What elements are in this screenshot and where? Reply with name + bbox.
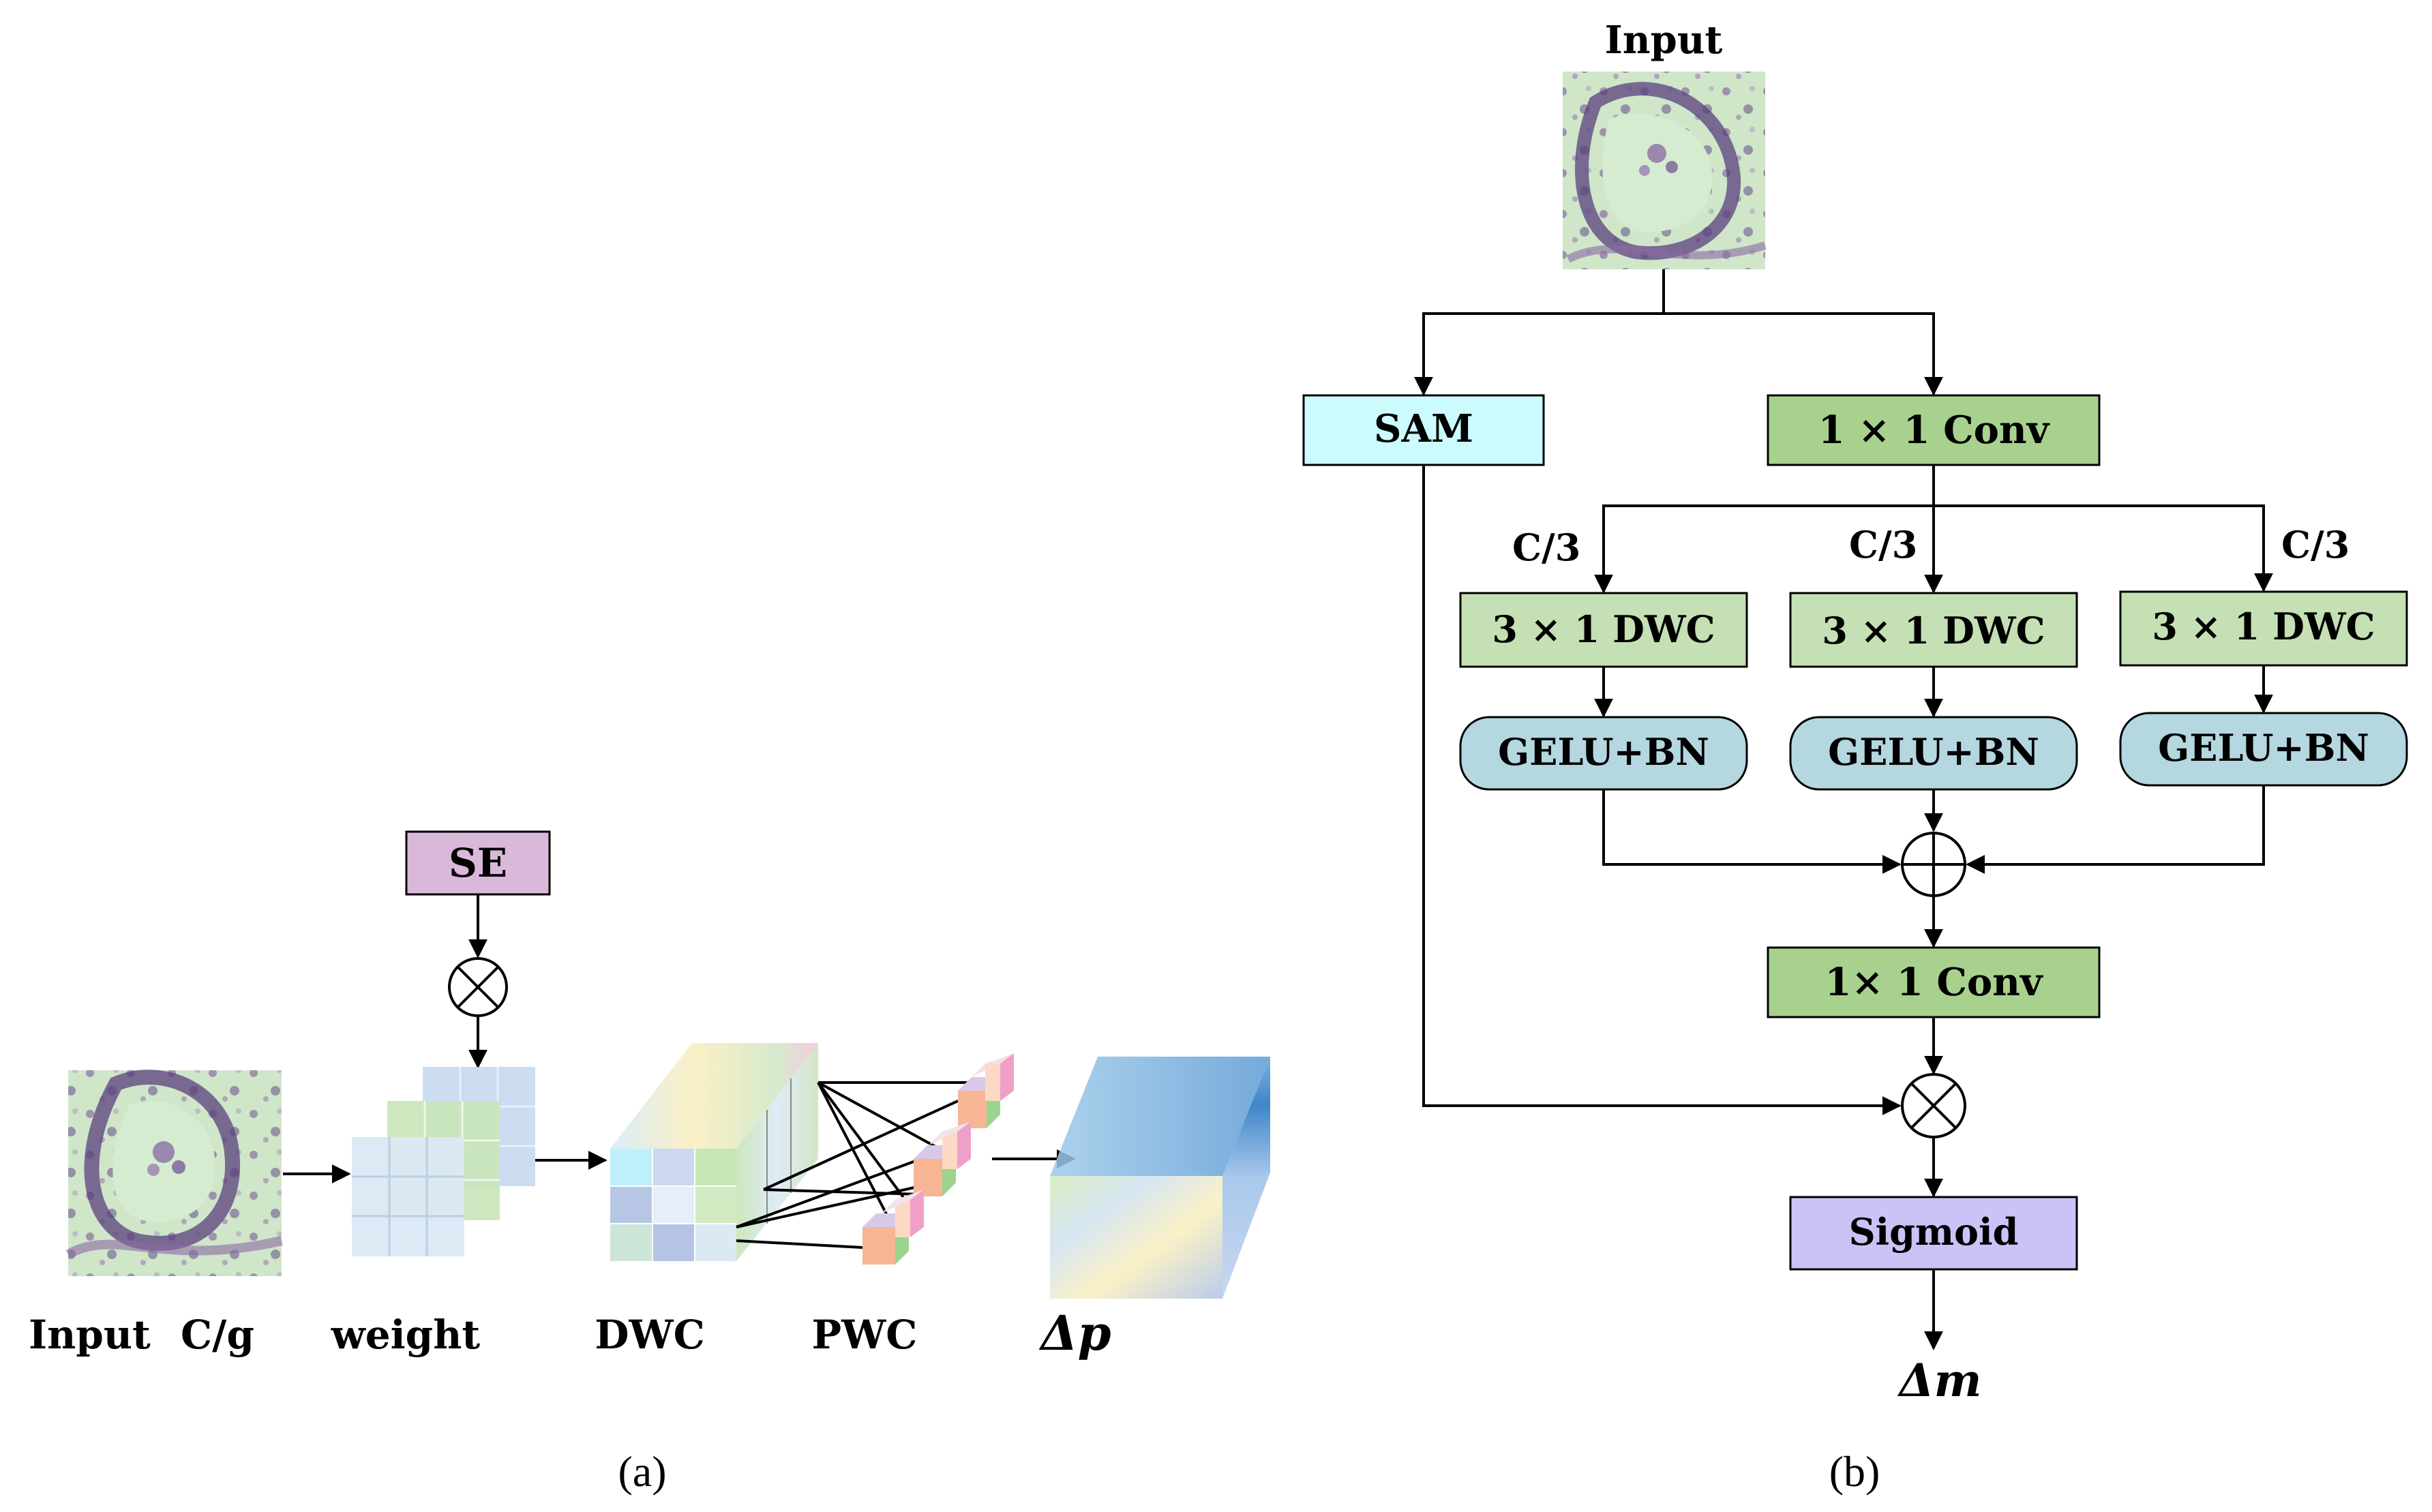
gelu-label-3: GELU+BN	[2158, 726, 2369, 770]
delta-p-block	[1050, 1057, 1270, 1299]
label-weight: weight	[331, 1312, 481, 1358]
dwc-label-1: 3 × 1 DWC	[1492, 607, 1715, 651]
split-label-2: C/3	[1849, 523, 1917, 566]
weight-grids	[352, 1067, 535, 1256]
caption-a: (a)	[618, 1447, 666, 1496]
sum-icon	[1901, 832, 1966, 897]
se-label: SE	[449, 840, 507, 886]
label-input-a: Input	[29, 1312, 151, 1358]
line-gelu1-to-sum	[1602, 789, 1902, 874]
caption-b: (b)	[1829, 1447, 1880, 1496]
se-box	[405, 830, 551, 896]
split-label-3: C/3	[2281, 523, 2350, 566]
multiply-icon-b	[1901, 1073, 1966, 1138]
line-sam-to-mult	[1422, 465, 1902, 1115]
label-cg: C/g	[181, 1312, 254, 1358]
multiply-icon-a	[448, 957, 508, 1017]
panel-a: SE	[29, 830, 1270, 1496]
label-input-b: Input	[1605, 18, 1723, 63]
panel-a-input-image	[65, 1070, 283, 1276]
label-delta-m: Δm	[1897, 1354, 1981, 1407]
dwc-block	[610, 1043, 818, 1261]
conv-bottom-label: 1× 1 Conv	[1825, 960, 2043, 1005]
conv-top-box	[1767, 394, 2101, 466]
panel-b-input-image	[1563, 72, 1767, 269]
line-gelu3-to-sum	[1966, 785, 2265, 874]
dwc-box-1	[1459, 592, 1748, 668]
line-to-conv-top	[1664, 312, 1943, 396]
sigmoid-label: Sigmoid	[1849, 1210, 2019, 1254]
conv-top-label: 1 × 1 Conv	[1818, 408, 2050, 453]
panel-b: Input SAM 1 × 1 Conv	[1302, 18, 2408, 1496]
sam-label: SAM	[1374, 406, 1473, 451]
sam-box	[1302, 394, 1545, 466]
dwc-label-3: 3 × 1 DWC	[2152, 605, 2375, 648]
line-to-dwc-3	[1934, 504, 2273, 592]
dwc-box-2	[1789, 592, 2078, 668]
dwc-label-2: 3 × 1 DWC	[1822, 609, 2045, 652]
pwc-cubes	[862, 1053, 1014, 1265]
gelu-label-1: GELU+BN	[1498, 730, 1709, 774]
gelu-label-2: GELU+BN	[1828, 730, 2039, 774]
split-label-1: C/3	[1512, 526, 1580, 569]
label-pwc: PWC	[812, 1312, 918, 1358]
label-dwc: DWC	[595, 1312, 705, 1358]
sigmoid-box	[1789, 1196, 2078, 1271]
line-to-dwc-1	[1594, 504, 1934, 594]
dwc-box-3	[2119, 590, 2408, 667]
label-delta-p: Δp	[1038, 1305, 1111, 1361]
line-to-sam	[1414, 312, 1664, 396]
